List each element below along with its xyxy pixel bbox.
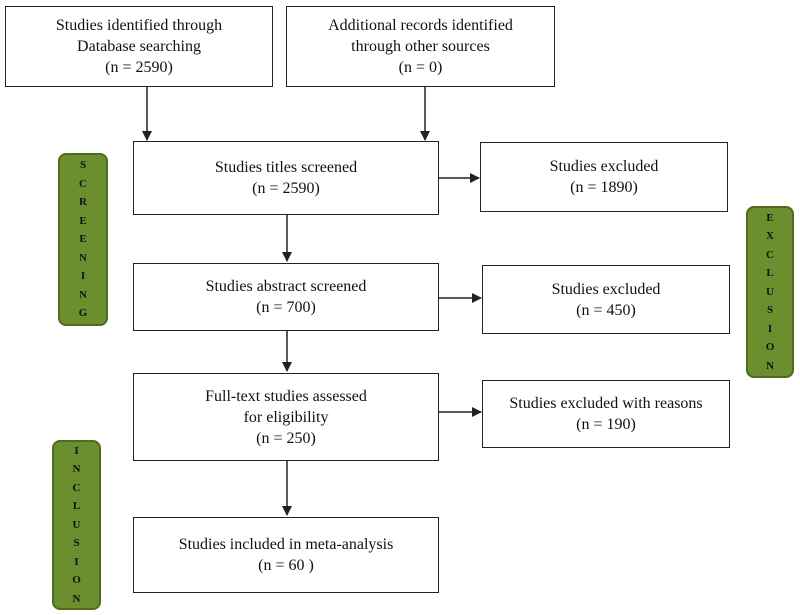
phase-letter: L (766, 267, 774, 280)
phase-letter: N (72, 463, 81, 476)
box-line: (n = 2590) (105, 59, 173, 76)
phase-letter: E (766, 211, 774, 224)
box-line: (n = 2590) (252, 180, 320, 197)
phase-screening: S C R E E N I N G (58, 153, 108, 326)
box-line: Studies titles screened (214, 159, 358, 176)
phase-letter: E (79, 214, 87, 227)
box-included-meta-analysis: Studies included in meta-analysis (n = 6… (133, 517, 439, 593)
box-line: (n = 1890) (570, 179, 638, 196)
phase-letter: I (80, 270, 86, 283)
box-titles-screened: Studies titles screened (n = 2590) (133, 141, 439, 215)
phase-exclusion: E X C L U S I O N (746, 206, 794, 378)
box-excluded-titles: Studies excluded (n = 1890) (480, 142, 728, 212)
box-fulltext-assessed: Full-text studies assessed for eligibili… (133, 373, 439, 461)
box-line: Studies excluded (549, 158, 659, 175)
phase-letter: C (72, 481, 81, 494)
box-line: (n = 60 ) (258, 557, 314, 574)
phase-letter: N (79, 288, 87, 301)
phase-letter: I (767, 322, 773, 335)
box-excluded-abstract: Studies excluded (n = 450) (482, 265, 730, 334)
phase-letter: N (72, 592, 81, 605)
box-abstract-screened: Studies abstract screened (n = 700) (133, 263, 439, 331)
phase-letter: U (72, 518, 81, 531)
box-line: Full-text studies assessed (205, 387, 367, 405)
box-line: Database searching (77, 38, 201, 55)
phase-letter: N (766, 359, 774, 372)
phase-letter: X (766, 230, 774, 243)
phase-letter: R (79, 196, 87, 209)
box-line: (n = 250) (256, 429, 316, 447)
phase-letter: C (79, 177, 87, 190)
box-line: for eligibility (243, 408, 329, 426)
box-line: (n = 700) (256, 299, 316, 316)
phase-letter: O (72, 574, 81, 587)
phase-letter: C (766, 248, 774, 261)
phase-letter: G (78, 307, 88, 320)
phase-letter: N (79, 251, 87, 264)
box-studies-identified: Studies identified through Database sear… (5, 6, 273, 87)
phase-letter: U (766, 285, 774, 298)
phase-letter: I (74, 444, 79, 457)
phase-letter: O (765, 341, 775, 354)
phase-letter: S (79, 159, 87, 172)
box-line: (n = 0) (398, 59, 443, 76)
box-line: Studies excluded (551, 280, 661, 298)
box-excluded-with-reasons: Studies excluded with reasons (n = 190) (482, 380, 730, 448)
box-line: through other sources (351, 38, 490, 55)
box-line: (n = 190) (576, 416, 636, 433)
phase-letter: S (766, 304, 774, 317)
box-line: Studies abstract screened (205, 278, 367, 295)
box-line: Studies identified through (55, 17, 223, 34)
box-line: Additional records identified (328, 17, 513, 34)
phase-letter: S (73, 537, 80, 550)
phase-inclusion: I N C L U S I O N (52, 440, 101, 610)
box-additional-records: Additional records identified through ot… (286, 6, 555, 87)
box-line: Studies included in meta-analysis (178, 536, 394, 553)
phase-letter: L (72, 500, 81, 513)
phase-letter: I (74, 555, 79, 568)
box-line: (n = 450) (576, 301, 636, 319)
phase-letter: E (79, 233, 87, 246)
box-line: Studies excluded with reasons (509, 395, 703, 412)
